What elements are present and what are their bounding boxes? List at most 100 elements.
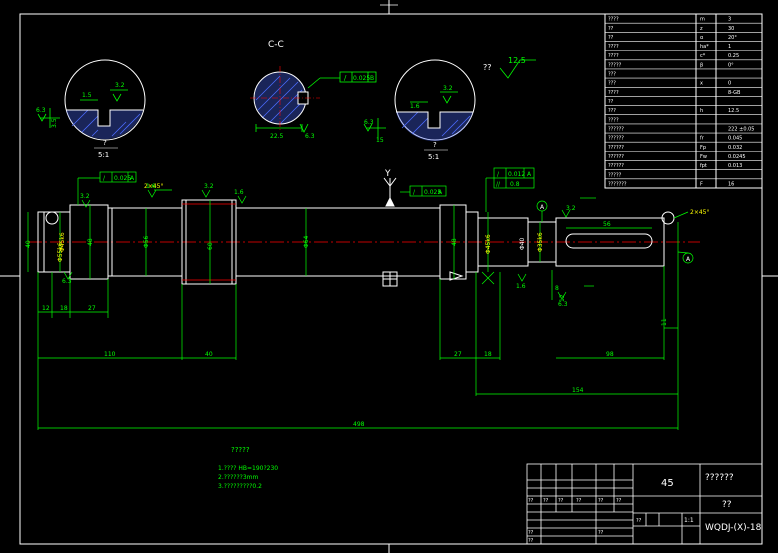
chamfer-left: 2×45° — [144, 183, 163, 190]
detail-left-dim-3: 6.3 — [36, 107, 46, 114]
section-view-label: Y — [384, 169, 391, 179]
title-block-label: ?? — [636, 518, 642, 524]
param-value: 0 — [728, 81, 731, 87]
param-value: 0.0245 — [728, 154, 746, 160]
title-drawing-number: WQDJ-(X)-18 — [705, 523, 762, 533]
detail-right-dim-1: 1.6 — [410, 103, 420, 110]
param-symbol: β — [700, 62, 703, 68]
diameter-label: Φ45k6 — [485, 234, 492, 254]
param-symbol: Fp — [700, 145, 706, 151]
detail-left-dim-1: 1.5 — [82, 92, 92, 99]
param-value: 16 — [728, 181, 734, 187]
runout-right-b-symbol: // — [496, 181, 501, 188]
section-view-cc: C-C / 0.025 B 22.5 6.3 — [250, 40, 377, 140]
param-name: ?? — [608, 99, 614, 105]
tech-req-title: ????? — [231, 446, 250, 454]
param-name: ??? — [608, 72, 616, 78]
title-block-label: ?? — [576, 498, 582, 504]
param-name: ???? — [608, 44, 619, 50]
diameter-label: Φ55k6 — [57, 242, 64, 262]
title-block-label: ?? — [528, 538, 534, 544]
roughness-note: 6.3 — [558, 301, 568, 308]
dim-bottom-row: 98 — [606, 351, 614, 358]
param-symbol: z — [700, 26, 703, 32]
param-name: ????? — [608, 172, 622, 178]
roughness-note-other: ?? 12.5 — [483, 56, 536, 79]
runout-left-symbol: / — [103, 175, 106, 182]
dim-bottom-small: 12 — [42, 305, 50, 312]
runout-left-datum: A — [130, 175, 135, 182]
detail-left-dim-2: 3.2 — [115, 82, 125, 89]
runout-mid-value: 0.025 — [424, 189, 441, 196]
title-part-name: ?????? — [705, 473, 734, 483]
runout-right-a-value: 0.012 — [508, 171, 525, 178]
param-name: ???? — [608, 90, 619, 96]
param-symbol: ha* — [700, 44, 709, 50]
param-value: 0.032 — [728, 145, 742, 151]
keyway-depth: 12 — [559, 294, 566, 302]
title-block-label: ?? — [598, 530, 604, 536]
param-symbol: fr — [700, 136, 705, 142]
tech-req-line-1: 1.???? HB=190?230 — [218, 465, 278, 472]
diameter-label: 48 — [87, 238, 94, 246]
param-name: ?????? — [608, 163, 624, 169]
diameter-label: Φ56 — [143, 235, 150, 248]
roughness-other-value: 12.5 — [508, 56, 526, 65]
param-name: ?? — [608, 35, 614, 41]
param-name: ???? — [608, 17, 619, 23]
section-dim-width: 22.5 — [270, 133, 284, 140]
detail-right-dim-2: 3.2 — [443, 85, 453, 92]
roughness-note: 1.6 — [146, 183, 156, 190]
title-material: 45 — [661, 478, 674, 489]
technical-requirements: ????? 1.???? HB=190?230 2.??????3mm 3.??… — [218, 446, 278, 490]
param-symbol: fpt — [700, 163, 707, 169]
param-name: ??????? — [608, 181, 627, 187]
param-symbol: m — [700, 17, 705, 23]
detail-view-left: 1.5 3.2 6.3 3.5 ? 5:1 — [36, 59, 146, 159]
detail-right-dim-4: 15 — [376, 137, 384, 144]
param-symbol: Fw — [700, 154, 707, 160]
datum-label-a: A — [540, 204, 545, 211]
param-symbol: α — [700, 35, 704, 41]
param-name: ??? — [608, 81, 616, 87]
diameter-label: Φ64 — [303, 235, 310, 248]
tech-req-line-3: 3.?????????0.2 — [218, 483, 262, 490]
param-symbol: c* — [700, 53, 706, 59]
param-name: ?? — [608, 26, 614, 32]
runout-right-a-datum: A — [527, 171, 532, 178]
roughness-note: 6.3 — [62, 278, 72, 285]
dim-bottom-row: 27 — [454, 351, 462, 358]
param-name: ????? — [608, 62, 622, 68]
shaft-main-view: Y — [28, 169, 700, 287]
diameter-label: Φ45k6 — [59, 232, 66, 252]
detail-view-right: 1.6 3.2 6.3 15 ? 5:1 — [363, 59, 476, 161]
diameter-label: 48 — [451, 238, 458, 246]
runout-left-value: 0.025 — [114, 175, 131, 182]
roughness-note: 3.2 — [80, 193, 90, 200]
detail-scale-left: 5:1 — [98, 151, 109, 159]
runout-mid-datum: A — [438, 189, 443, 196]
title-block — [526, 463, 763, 545]
dim-bottom-row: 18 — [484, 351, 492, 358]
detail-mark-left: ? — [103, 139, 107, 147]
param-value: 0.045 — [728, 136, 742, 142]
dimension-lines — [27, 167, 694, 430]
diameter-label: Φ40 — [519, 237, 526, 250]
param-value: 8-GB — [728, 90, 741, 96]
tech-req-line-2: 2.??????3mm — [218, 474, 258, 481]
title-scale: 1:1 — [684, 517, 694, 524]
title-block-label: ?? — [558, 498, 564, 504]
param-symbol: F — [700, 181, 703, 187]
diameter-label: 40 — [25, 240, 32, 248]
roughness-note: 1.6 — [234, 189, 244, 196]
param-symbol: x — [700, 81, 703, 87]
param-value: 12.5 — [728, 108, 739, 114]
roughness-other-marks: ?? — [483, 63, 492, 72]
title-company: ?? — [722, 500, 732, 510]
param-name: ???? — [608, 117, 619, 123]
param-value: 1 — [728, 44, 731, 50]
detail-mark-right: ? — [433, 141, 437, 149]
detail-right-dim-3: 6.3 — [364, 119, 374, 126]
keyway-length: 56 — [603, 221, 611, 228]
